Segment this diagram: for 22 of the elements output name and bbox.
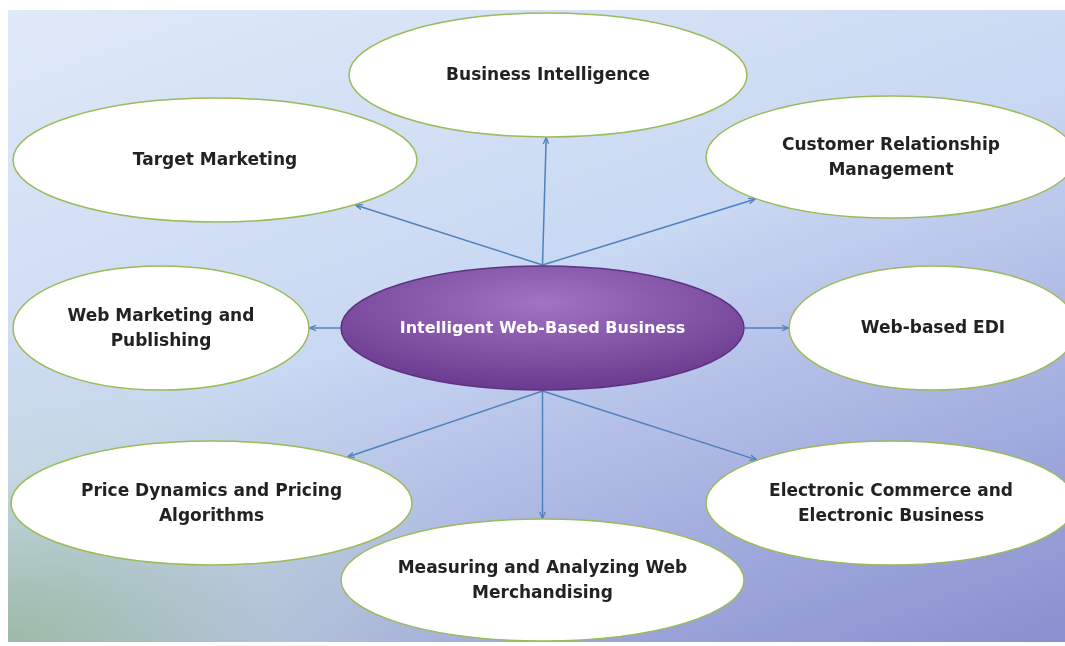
node-label: Measuring and Analyzing Web Merchandising	[396, 555, 689, 604]
topic-ellipse	[340, 518, 745, 642]
arrow	[541, 136, 550, 266]
arrow	[308, 324, 341, 332]
node-label: Intelligent Web-Based Business	[398, 317, 687, 339]
node-label: Web Marketing and Publishing	[66, 303, 256, 352]
node-label: Customer Relationship Management	[781, 132, 1001, 181]
node-label: Business Intelligence	[445, 63, 651, 87]
topic-ellipse	[12, 265, 310, 391]
central-ellipse	[340, 265, 745, 391]
node-label: Web-based EDI	[859, 316, 1007, 340]
node-label: Price Dynamics and Pricing Algorithms	[79, 478, 344, 527]
node-label: Target Marketing	[131, 148, 299, 172]
arrow	[539, 390, 546, 520]
arrow	[541, 390, 758, 461]
arrow	[354, 203, 544, 266]
arrow	[744, 324, 790, 332]
topic-ellipse	[348, 12, 748, 138]
node-label: Electronic Commerce and Electronic Business	[768, 478, 1014, 527]
topic-ellipse	[12, 97, 418, 223]
arrow	[541, 197, 757, 266]
arrow	[346, 390, 544, 458]
